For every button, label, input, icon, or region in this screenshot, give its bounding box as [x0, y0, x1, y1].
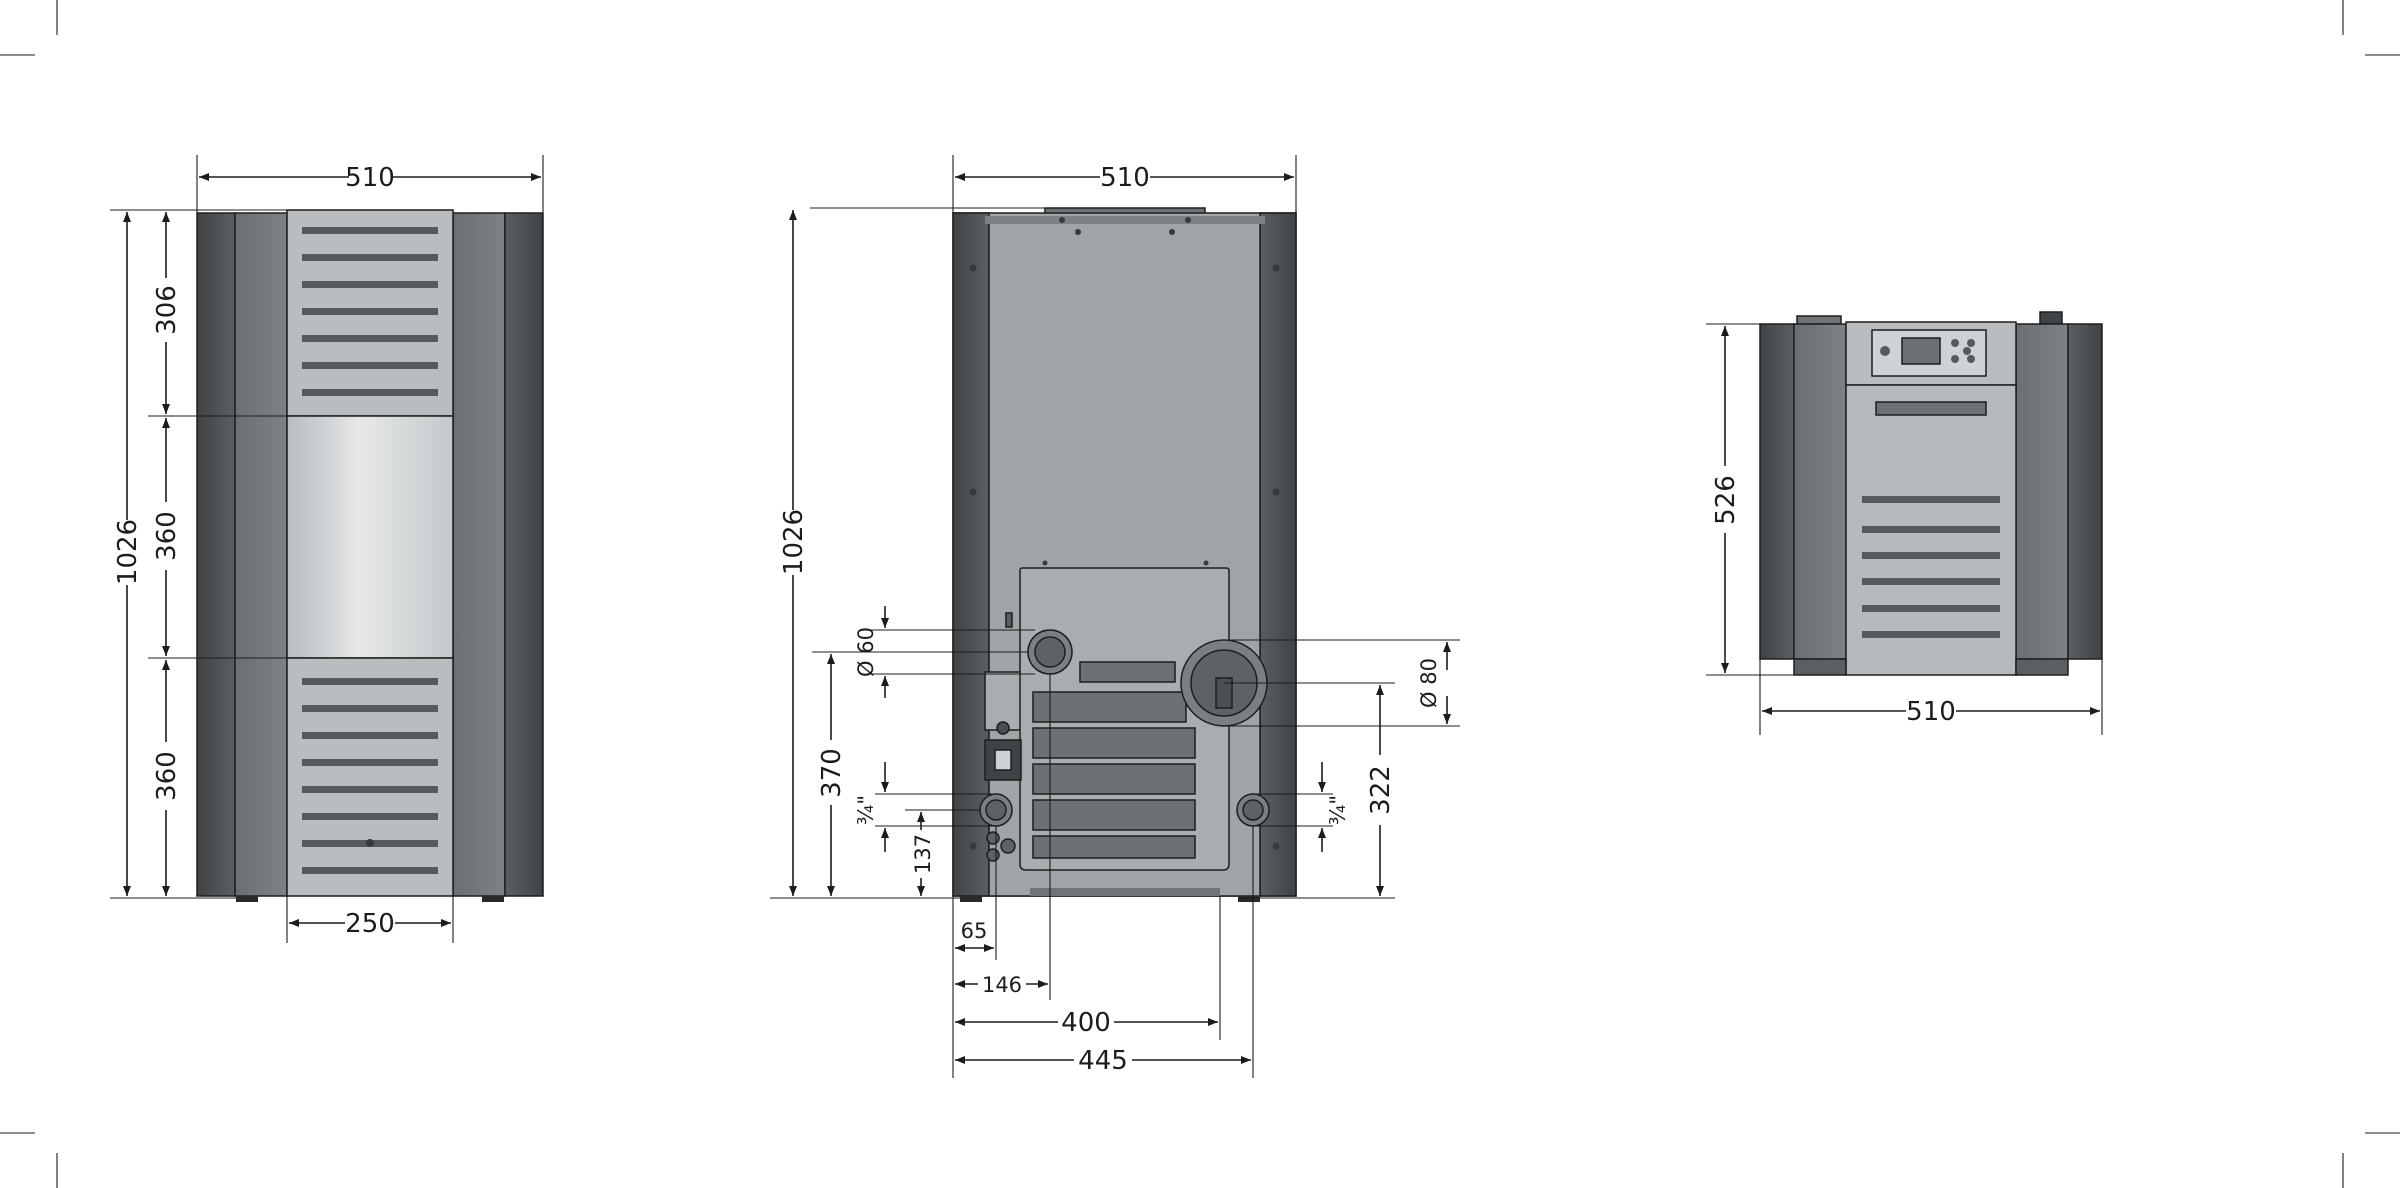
rear-width-label: 510 — [1100, 163, 1150, 193]
rear-height-370-dimension: 370 — [812, 651, 1028, 896]
rear-pipe-large-label: Ø 80 — [1417, 658, 1441, 708]
power-socket — [984, 721, 1022, 781]
rear-height-370-label: 370 — [817, 748, 847, 798]
front-section-bottom-label: 360 — [152, 751, 182, 801]
rear-height-dimension: 1026 — [770, 207, 1045, 899]
front-width-dimension: 510 — [196, 155, 544, 213]
front-width-label: 510 — [345, 163, 395, 193]
rear-view: 510 1026 Ø 60 370 — [770, 155, 1460, 1078]
top-width-label: 510 — [1906, 697, 1956, 727]
rear-width-65-dimension: 65 — [955, 919, 994, 952]
front-base-dimension: 250 — [286, 896, 454, 943]
top-view: 526 510 — [1706, 311, 2103, 735]
rear-width-400-label: 400 — [1061, 1008, 1111, 1038]
rear-thread-left-label: ¾" — [854, 795, 878, 825]
rear-width-65-label: 65 — [961, 919, 988, 943]
front-section-top-label: 306 — [152, 285, 182, 335]
front-view: 510 1026 306 360 360 — [110, 155, 544, 943]
rear-width-146-label: 146 — [982, 973, 1022, 997]
front-base-label: 250 — [345, 909, 395, 939]
rear-height-322-label: 322 — [1366, 765, 1396, 815]
rear-width-445-label: 445 — [1078, 1046, 1128, 1076]
rear-bottom-extension-lines — [952, 674, 1254, 1078]
rear-width-400-dimension: 400 — [955, 1008, 1218, 1038]
top-width-dimension: 510 — [1759, 659, 2103, 735]
top-depth-label: 526 — [1711, 475, 1741, 525]
rear-thread-right-dimension: ¾" — [1253, 762, 1350, 852]
rear-screw-dots — [969, 217, 1280, 850]
rear-height-322-dimension: 322 — [1224, 682, 1396, 899]
front-height-label: 1026 — [113, 519, 143, 585]
front-section-mid-label: 360 — [152, 511, 182, 561]
rear-width-445-dimension: 445 — [955, 1046, 1251, 1076]
rear-thread-right-label: ¾" — [1326, 795, 1350, 825]
rear-width-146-dimension: 146 — [955, 973, 1048, 997]
rear-width-dimension: 510 — [952, 155, 1297, 213]
control-panel — [1871, 329, 1987, 377]
rear-height-label: 1026 — [779, 509, 809, 575]
rear-height-137-dimension: 137 — [905, 809, 980, 896]
front-height-dimension: 1026 — [110, 209, 287, 899]
rear-ventilation-slots — [1032, 661, 1196, 859]
water-connections — [979, 793, 1270, 862]
rear-stove-body — [952, 207, 1297, 902]
rear-height-137-label: 137 — [911, 834, 935, 874]
rear-pipe-large-dimension: Ø 80 — [1224, 639, 1460, 727]
front-top-louvers — [302, 227, 438, 396]
top-louvers — [1862, 496, 2000, 638]
front-stove-body — [196, 209, 544, 902]
top-depth-dimension: 526 — [1706, 323, 1846, 676]
top-stove-body — [1759, 311, 2103, 676]
rear-thread-left-dimension: ¾" — [854, 762, 996, 852]
front-section-dimensions: 306 360 360 — [148, 212, 287, 896]
